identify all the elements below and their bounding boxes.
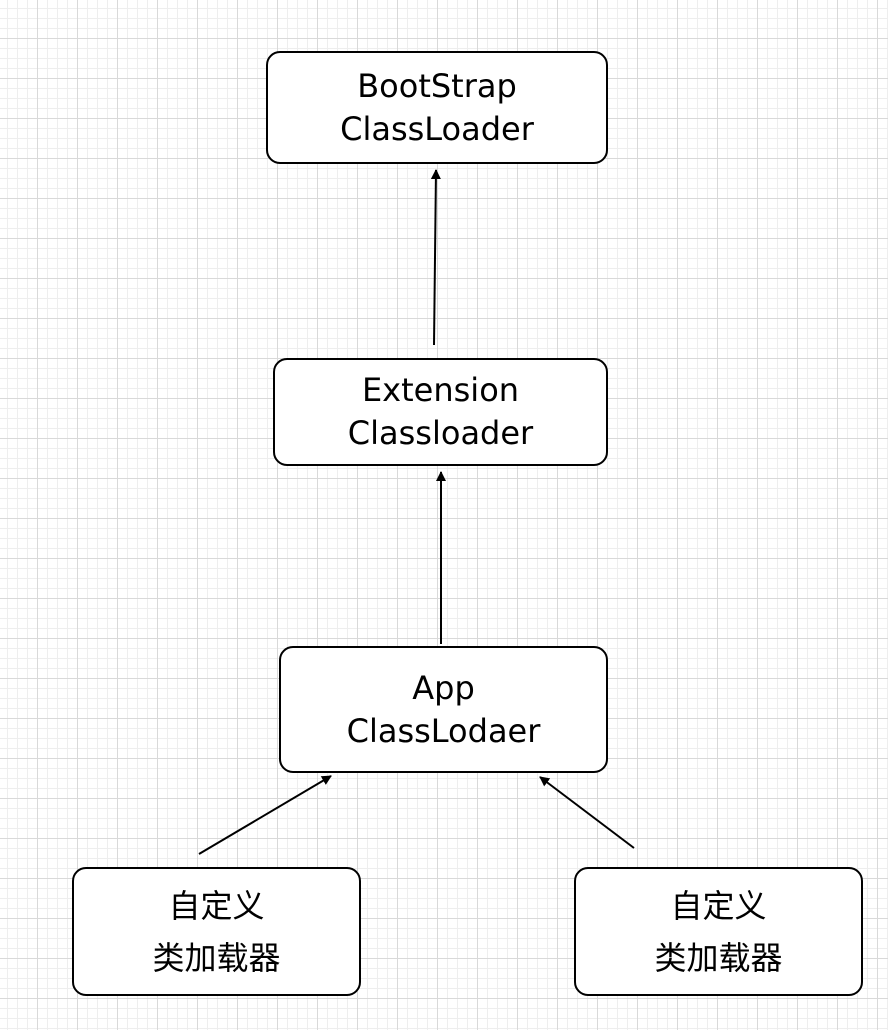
edge-custom-left-to-app [198,775,332,855]
app-classloader-node[interactable]: App ClassLodaer [279,646,608,773]
custom-classloader-node-right[interactable]: 自定义 类加载器 [574,867,863,996]
node-label-line1: App [412,668,475,707]
node-label-line2: Classloader [347,414,534,452]
edge-custom-right-to-app [539,776,635,849]
node-label-line2: ClassLoader [340,109,534,148]
node-label-line1: BootStrap [357,66,517,105]
bootstrap-classloader-node[interactable]: BootStrap ClassLoader [266,51,608,164]
node-label-line2: 类加载器 [654,938,783,977]
edge-extension-to-bootstrap [430,169,441,346]
extension-classloader-node[interactable]: Extension Classloader [273,358,608,466]
node-label-line2: 类加载器 [152,938,281,977]
node-label-line1: Extension [361,371,520,409]
custom-classloader-node-left[interactable]: 自定义 类加载器 [72,867,361,996]
node-label-line1: 自定义 [168,886,265,925]
node-label-line2: ClassLodaer [346,711,541,750]
node-label-line1: 自定义 [670,886,767,925]
